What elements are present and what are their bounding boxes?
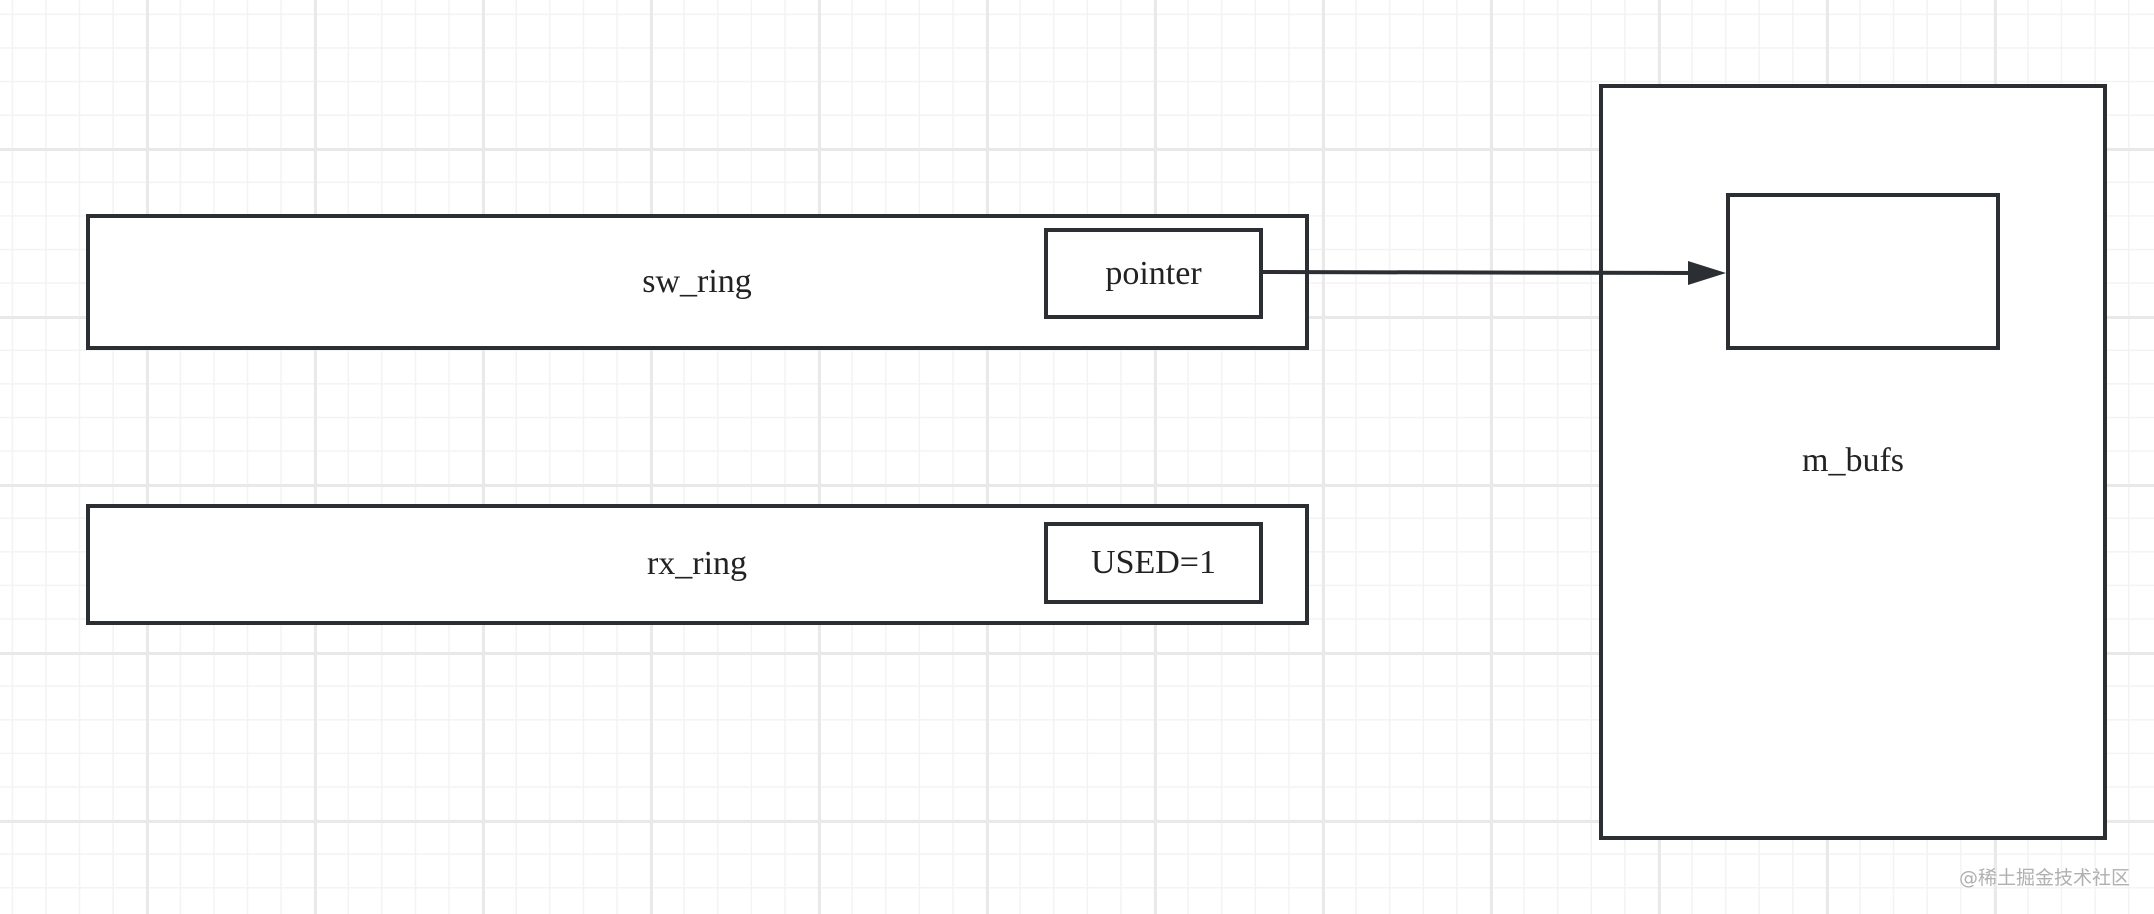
- rx-ring-label: rx_ring: [646, 545, 748, 582]
- m-bufs-label: m_bufs: [1802, 442, 1904, 479]
- pointer-label: pointer: [1105, 254, 1202, 292]
- used-slot: USED=1: [1044, 522, 1263, 604]
- watermark: @稀土掘金技术社区: [1958, 867, 2130, 889]
- used-label: USED=1: [1091, 544, 1216, 581]
- sw-ring-label: sw_ring: [642, 263, 752, 300]
- m-bufs-buffer: [1726, 193, 2000, 350]
- pointer-slot: pointer: [1044, 228, 1263, 319]
